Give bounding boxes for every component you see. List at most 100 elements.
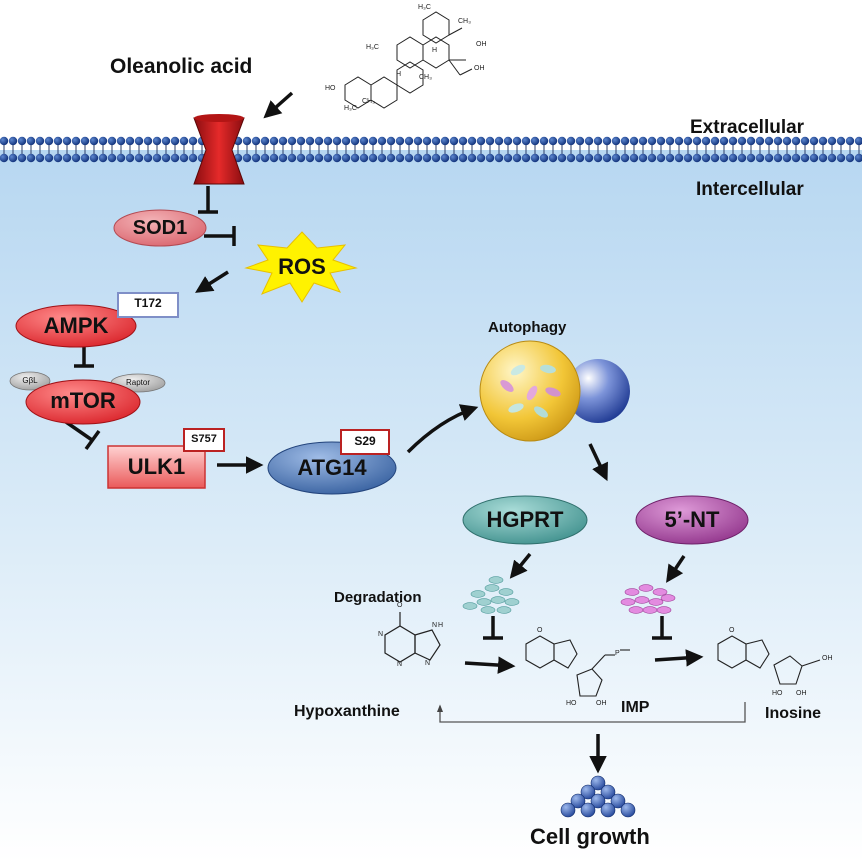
lipid-head-outer xyxy=(773,136,783,146)
lipid-head-outer xyxy=(134,136,144,146)
teal-particle xyxy=(488,576,504,584)
teal-particle xyxy=(484,584,500,592)
lipid-head-inner xyxy=(62,153,72,163)
lipid-head-inner xyxy=(440,153,450,163)
lipid-head-outer xyxy=(440,136,450,146)
lipid-head-outer xyxy=(332,136,342,146)
lipid-head-inner xyxy=(647,153,657,163)
lipid-head-outer xyxy=(782,136,792,146)
hgprt-degraded-particles xyxy=(462,576,520,614)
lipid-head-inner xyxy=(665,153,675,163)
pink-particle xyxy=(648,598,664,606)
teal-particle xyxy=(490,596,506,604)
ulk1-node xyxy=(107,445,206,489)
autophagy-label: Autophagy xyxy=(488,319,567,336)
lipid-head-inner xyxy=(80,153,90,163)
lipid-head-inner xyxy=(359,153,369,163)
lipid-head-outer xyxy=(665,136,675,146)
pink-particle xyxy=(642,606,658,614)
lipid-head-outer xyxy=(638,136,648,146)
lipid-head-inner xyxy=(413,153,423,163)
cell-icon xyxy=(560,802,576,818)
cell-icon xyxy=(600,784,616,800)
lipid-head-inner xyxy=(431,153,441,163)
lipid-head-inner xyxy=(125,153,135,163)
lipid-head-outer xyxy=(521,136,531,146)
inosine-label: Inosine xyxy=(765,705,822,722)
lipid-head-inner xyxy=(521,153,531,163)
cell-icon xyxy=(620,802,636,818)
imp-label-ho: HO xyxy=(566,700,577,707)
lipid-head-outer xyxy=(386,136,396,146)
lipid-head-inner xyxy=(332,153,342,163)
lipid-head-inner xyxy=(368,153,378,163)
oa-label-ch3-top: CH₃ xyxy=(458,18,471,25)
lipid-head-inner xyxy=(323,153,333,163)
lysosome-icon xyxy=(566,359,630,423)
lipid-head-inner xyxy=(278,153,288,163)
arrow-autophagy-down xyxy=(588,443,608,482)
oa-label-ch3-bot: CH₃ xyxy=(362,98,375,105)
lipid-head-outer xyxy=(467,136,477,146)
ampk-phospho-tag: T172 xyxy=(120,297,176,309)
oa-label-ho: HO xyxy=(325,85,336,92)
lipid-head-outer xyxy=(107,136,117,146)
lipid-head-outer xyxy=(458,136,468,146)
lipid-head-inner xyxy=(377,153,387,163)
lipid-head-inner xyxy=(395,153,405,163)
lipid-head-inner xyxy=(701,153,711,163)
lipid-head-outer xyxy=(755,136,765,146)
recycle-line-inosine-hypoxanthine xyxy=(436,702,746,723)
lipid-head-outer xyxy=(116,136,126,146)
lipid-head-inner xyxy=(260,153,270,163)
oa-label-h3c-mid: H₃C xyxy=(366,44,379,51)
sod1-label: SOD1 xyxy=(132,217,188,239)
lipid-head-inner xyxy=(269,153,279,163)
lipid-head-outer xyxy=(620,136,630,146)
lipid-head-inner xyxy=(620,153,630,163)
lipid-head-outer xyxy=(125,136,135,146)
lipid-head-outer xyxy=(503,136,513,146)
nt5-product-particles xyxy=(620,584,676,614)
lipid-head-outer xyxy=(350,136,360,146)
lipid-head-outer xyxy=(161,136,171,146)
lipid-head-inner xyxy=(638,153,648,163)
lipid-head-inner xyxy=(494,153,504,163)
lipid-head-inner xyxy=(818,153,828,163)
membrane-channel-icon xyxy=(193,114,245,185)
lipid-head-outer xyxy=(845,136,855,146)
lipid-head-outer xyxy=(260,136,270,146)
lipid-head-inner xyxy=(764,153,774,163)
atg14-label: ATG14 xyxy=(297,455,367,480)
cell-icon xyxy=(610,793,626,809)
imp-label-oh: OH xyxy=(596,700,607,707)
hgprt-node xyxy=(462,495,588,545)
lipid-head-outer xyxy=(8,136,18,146)
lipid-head-outer xyxy=(827,136,837,146)
lipid-head-outer xyxy=(341,136,351,146)
hx-label-n7: N xyxy=(432,622,438,629)
lipid-head-outer xyxy=(539,136,549,146)
lipid-head-outer xyxy=(98,136,108,146)
cell-icon xyxy=(600,802,616,818)
pink-particle xyxy=(652,588,668,596)
teal-particle xyxy=(476,598,492,606)
oa-label-cooh: OH xyxy=(474,65,485,72)
lipid-head-outer xyxy=(44,136,54,146)
hypoxanthine-structure xyxy=(384,612,441,663)
raptor-label: Raptor xyxy=(125,378,150,387)
lipid-head-inner xyxy=(71,153,81,163)
ampk-label: AMPK xyxy=(43,313,109,338)
lipid-head-outer xyxy=(449,136,459,146)
lipid-head-outer xyxy=(170,136,180,146)
lipid-head-inner xyxy=(287,153,297,163)
lipid-head-inner xyxy=(89,153,99,163)
degradation-label: Degradation xyxy=(334,589,422,606)
oa-label-h3c-top: H₃C xyxy=(418,4,431,11)
cell-cluster-icon xyxy=(560,775,636,818)
lipid-head-inner xyxy=(827,153,837,163)
lipid-head-outer xyxy=(305,136,315,146)
lipid-head-outer xyxy=(359,136,369,146)
lipid-head-outer xyxy=(719,136,729,146)
